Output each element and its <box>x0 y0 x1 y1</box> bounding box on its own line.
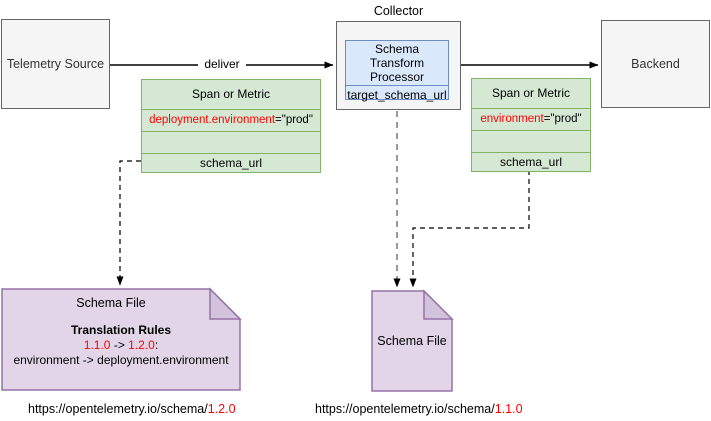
translation-rules-title: Translation Rules <box>70 323 172 337</box>
span-right-schema-url-row: schema_url <box>499 155 563 169</box>
schema-file-left-title: Schema File <box>76 296 146 310</box>
schema-url-right-base: https://opentelemetry.io/schema/ <box>315 402 495 416</box>
span-or-metric-right-table: Span or Metric environment="prod" schema… <box>471 78 591 172</box>
telemetry-source-label: Telemetry Source <box>6 57 105 71</box>
span-left-empty-row <box>142 132 320 154</box>
span-right-empty-row <box>472 131 590 153</box>
schema-url-right: https://opentelemetry.io/schema/1.1.0 <box>315 402 523 416</box>
collector-label: Collector <box>373 4 424 18</box>
backend-node: Backend <box>601 20 710 108</box>
span-right-attr-value: ="prod" <box>543 113 582 125</box>
schema-file-left-shape <box>1 288 241 391</box>
span-left-attribute-row: deployment.environment="prod" <box>142 110 320 132</box>
schema-file-left-rules: Translation Rules 1.1.0 -> 1.2.0: enviro… <box>2 323 240 368</box>
right-schema-url-connector <box>409 170 530 288</box>
telemetry-source-node: Telemetry Source <box>1 19 110 109</box>
span-or-metric-left-table: Span or Metric deployment.environment="p… <box>141 79 321 173</box>
schema-file-left-fold <box>209 287 242 320</box>
deliver-edge-label: deliver <box>198 57 246 71</box>
span-right-attribute-row: environment="prod" <box>472 109 590 131</box>
translation-rules-versions: 1.1.0 -> 1.2.0: <box>2 338 240 353</box>
backend-label: Backend <box>631 57 680 71</box>
schema-url-left-base: https://opentelemetry.io/schema/ <box>28 402 208 416</box>
schema-file-center-title: Schema File <box>377 334 447 348</box>
span-left-schema-url-row: schema_url <box>199 156 263 170</box>
version-colon: : <box>154 338 159 352</box>
span-right-attr-key: environment <box>480 113 544 125</box>
translation-rule-detail: environment -> deployment.environment <box>13 353 229 367</box>
version-arrow: -> <box>110 338 129 352</box>
span-left-attr-value: ="prod" <box>275 114 313 126</box>
schema-file-center-fold <box>423 289 454 320</box>
version-from: 1.1.0 <box>83 338 111 352</box>
schema-url-left: https://opentelemetry.io/schema/1.2.0 <box>28 402 236 416</box>
span-left-attr-key: deployment.environment <box>149 114 276 126</box>
span-left-header: Span or Metric <box>142 80 320 110</box>
version-to: 1.2.0 <box>128 338 155 352</box>
span-right-header: Span or Metric <box>472 79 590 109</box>
processor-target-schema-url-field: target_schema_url <box>346 85 448 104</box>
left-schema-url-connector <box>116 160 141 286</box>
schema-transform-processor-node: Schema Transform Processor target_schema… <box>345 40 449 102</box>
schema-url-left-version: 1.2.0 <box>207 402 236 416</box>
schema-url-right-version: 1.1.0 <box>494 402 523 416</box>
processor-title: Schema Transform Processor <box>369 42 425 84</box>
